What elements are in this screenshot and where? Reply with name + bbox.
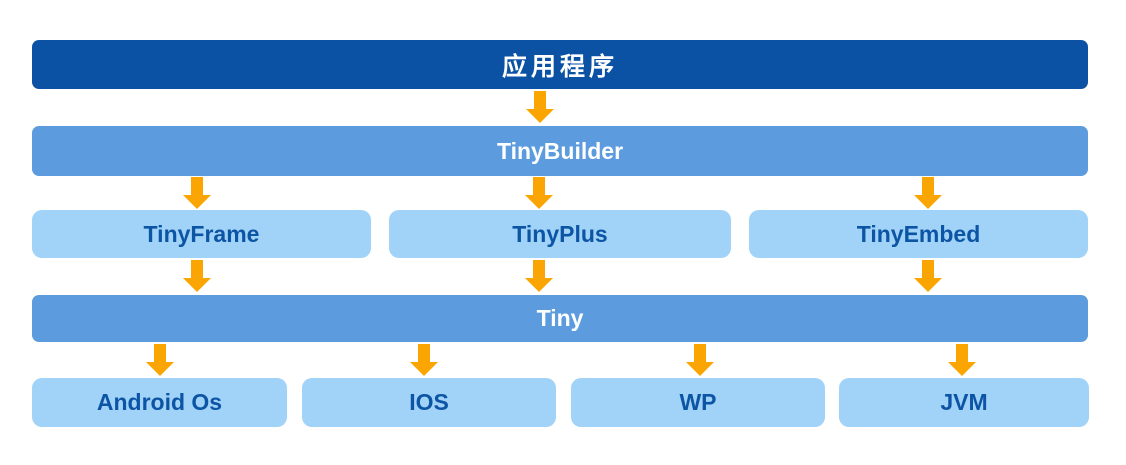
arrow-head	[183, 195, 211, 209]
arrow-head	[525, 195, 553, 209]
arrow-head	[914, 195, 942, 209]
arrow-shaft	[533, 260, 545, 278]
box-ios-label: IOS	[409, 389, 449, 415]
box-android-os: Android Os	[32, 378, 287, 427]
down-arrow-icon	[525, 177, 553, 209]
box-android-os-label: Android Os	[96, 389, 223, 415]
down-arrow-icon	[525, 260, 553, 292]
box-tinyframe: TinyFrame	[32, 210, 371, 258]
layer-tinybuilder-label: TinyBuilder	[496, 137, 624, 164]
box-tinyframe-label: TinyFrame	[143, 220, 260, 247]
arrow-shaft	[191, 177, 203, 195]
box-jvm: JVM	[839, 378, 1089, 427]
down-arrow-icon	[948, 344, 976, 376]
down-arrow-icon	[410, 344, 438, 376]
arrow-shaft	[418, 344, 430, 362]
arrow-shaft	[154, 344, 166, 362]
arrow-shaft	[694, 344, 706, 362]
box-wp-label: WP	[679, 389, 717, 415]
arrow-head	[948, 362, 976, 376]
box-tinyembed-label: TinyEmbed	[856, 220, 981, 247]
box-tinyplus-label: TinyPlus	[512, 220, 608, 247]
box-tinyplus: TinyPlus	[389, 210, 731, 258]
arrow-head	[914, 278, 942, 292]
box-jvm-label: JVM	[940, 389, 988, 415]
arrow-shaft	[922, 260, 934, 278]
down-arrow-icon	[526, 91, 554, 123]
layer-tiny-label: Tiny	[536, 305, 584, 331]
arrow-head	[146, 362, 174, 376]
down-arrow-icon	[146, 344, 174, 376]
arrow-head	[686, 362, 714, 376]
down-arrow-icon	[914, 177, 942, 209]
layer-tiny: Tiny	[32, 295, 1088, 342]
arrow-shaft	[191, 260, 203, 278]
down-arrow-icon	[686, 344, 714, 376]
arrow-head	[183, 278, 211, 292]
layer-application: 应用程序	[32, 40, 1088, 89]
arrow-shaft	[533, 177, 545, 195]
arrow-head	[410, 362, 438, 376]
box-wp: WP	[571, 378, 825, 427]
arrow-shaft	[922, 177, 934, 195]
box-tinyembed: TinyEmbed	[749, 210, 1088, 258]
arrow-shaft	[956, 344, 968, 362]
arrow-head	[526, 109, 554, 123]
box-ios: IOS	[302, 378, 556, 427]
down-arrow-icon	[914, 260, 942, 292]
down-arrow-icon	[183, 260, 211, 292]
arrow-shaft	[534, 91, 546, 109]
layer-tinybuilder: TinyBuilder	[32, 126, 1088, 176]
down-arrow-icon	[183, 177, 211, 209]
arrow-head	[525, 278, 553, 292]
layer-application-label: 应用程序	[501, 52, 618, 81]
